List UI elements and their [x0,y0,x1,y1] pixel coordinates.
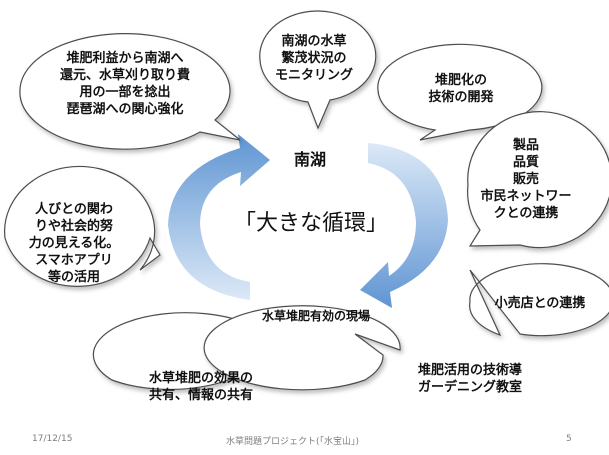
bubble-profit-text: 堆肥利益から南湖へ 還元、水草刈り取り費 用の一部を捻出 琵琶湖への関心強化 [59,51,190,117]
left-cycle-arrow [168,134,270,300]
bubble-retail-text: 小売店との連携 [494,296,586,311]
footer-date: 17/12/15 [32,434,73,444]
bubble-compost-dev [377,43,543,141]
footer-project: 水草問題プロジェクト(「水宝山」) [226,437,360,447]
right-cycle-arrow [360,143,448,308]
footer-page: 5 [566,434,572,444]
node-bottom-label: 水草堆肥有効の現場 [261,309,370,323]
bubble-products-text: 製品 品質 販売 市民ネットワー クとの連携 [480,138,572,221]
bubble-awareness [4,165,161,287]
center-title: 「大きな循環」 [233,211,388,236]
bubble-retail [469,263,609,337]
bubble-awareness-text: 人びとの関わ りや社会的努 力の見える化。 スマホアプリ 等の活用 [28,202,120,285]
bubble-effect-sharing-text: 水草堆肥の効果の 共有、情報の共有 [148,371,253,403]
bubble-monitoring-text: 南湖の水草 繁茂状況の モニタリング [274,34,353,83]
bubble-profit [19,33,241,150]
bubble-compost-dev-text: 堆肥化の 技術の開発 [428,73,494,105]
bubble-products [467,111,609,249]
bubble-gardening [203,305,401,391]
node-top-label: 南湖 [293,150,326,169]
bubble-gardening-text: 堆肥活用の技術導 ガーデニング教室 [417,363,522,395]
bubble-monitoring [259,10,377,130]
